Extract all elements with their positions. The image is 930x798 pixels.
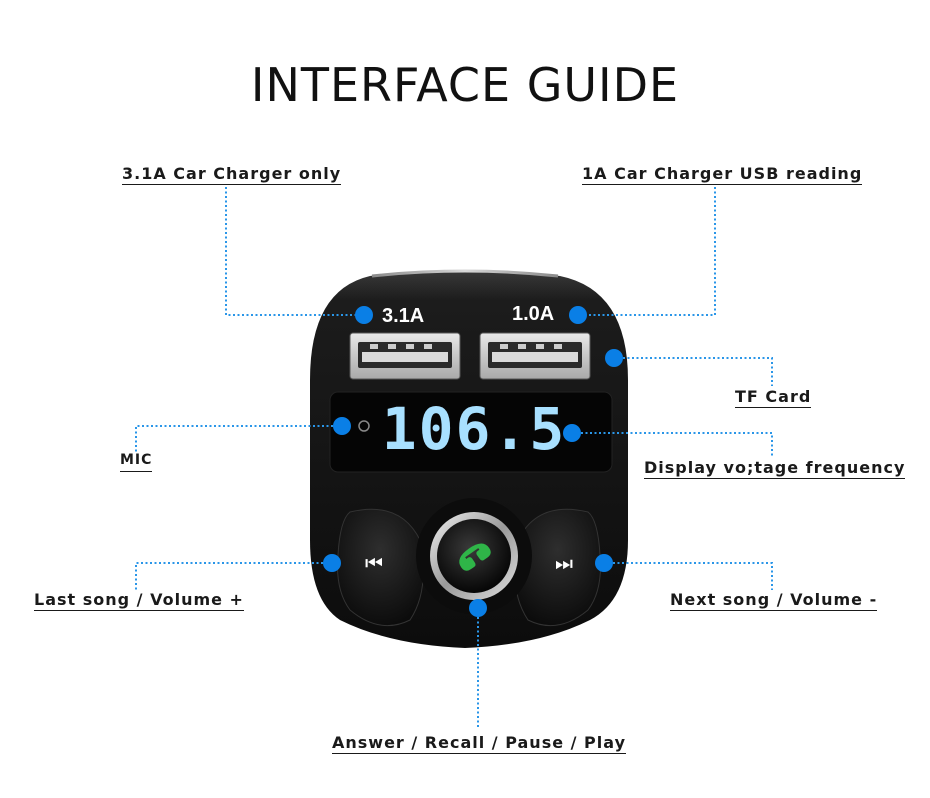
callout-last-song: Last song / Volume + <box>34 590 244 611</box>
leader-lines <box>135 187 773 728</box>
dot-charger-31a <box>355 306 373 324</box>
phone-icon <box>459 543 491 571</box>
next-icon: ⏭ <box>555 551 573 575</box>
callout-display: Display vo;tage frequency <box>644 458 906 479</box>
dot-mic <box>333 417 351 435</box>
leader-mic <box>135 425 342 452</box>
usb-port-31a[interactable] <box>349 332 461 380</box>
dot-answer <box>469 599 487 617</box>
callout-mic: MIC <box>120 451 153 472</box>
port-31a-label: 3.1A <box>382 305 424 327</box>
display-window <box>329 391 613 473</box>
port-10a-label: 1.0A <box>512 303 554 325</box>
leader-charger-31a <box>225 187 364 316</box>
prev-icon: ⏮ <box>365 551 383 575</box>
leader-next-song <box>604 562 773 590</box>
callout-tf-card: TF Card <box>735 387 812 408</box>
mic-hole <box>358 420 370 432</box>
leader-display <box>572 432 773 456</box>
dot-last-song <box>323 554 341 572</box>
page-title: INTERFACE GUIDE <box>250 58 680 112</box>
device-top-edge <box>371 269 559 278</box>
dot-charger-1a <box>569 306 587 324</box>
callout-next-song: Next song / Volume - <box>670 590 878 611</box>
car-charger-device: 3.1A 1.0A <box>310 269 628 648</box>
answer-knob[interactable] <box>416 498 532 614</box>
callout-dots <box>323 306 623 617</box>
dot-display <box>563 424 581 442</box>
dot-next-song <box>595 554 613 572</box>
next-button[interactable]: ⏭ <box>514 508 601 627</box>
callout-charger-1a: 1A Car Charger USB reading <box>582 164 863 185</box>
dot-tf-card <box>605 349 623 367</box>
usb-port-10a[interactable] <box>479 332 591 380</box>
leader-charger-1a <box>578 187 716 316</box>
callout-answer: Answer / Recall / Pause / Play <box>332 733 626 754</box>
frequency-display: 106.5 <box>382 395 567 463</box>
prev-button[interactable]: ⏮ <box>337 508 424 627</box>
leader-last-song <box>135 562 332 590</box>
callout-charger-31a: 3.1A Car Charger only <box>122 164 342 185</box>
leader-tf-card <box>614 357 773 386</box>
